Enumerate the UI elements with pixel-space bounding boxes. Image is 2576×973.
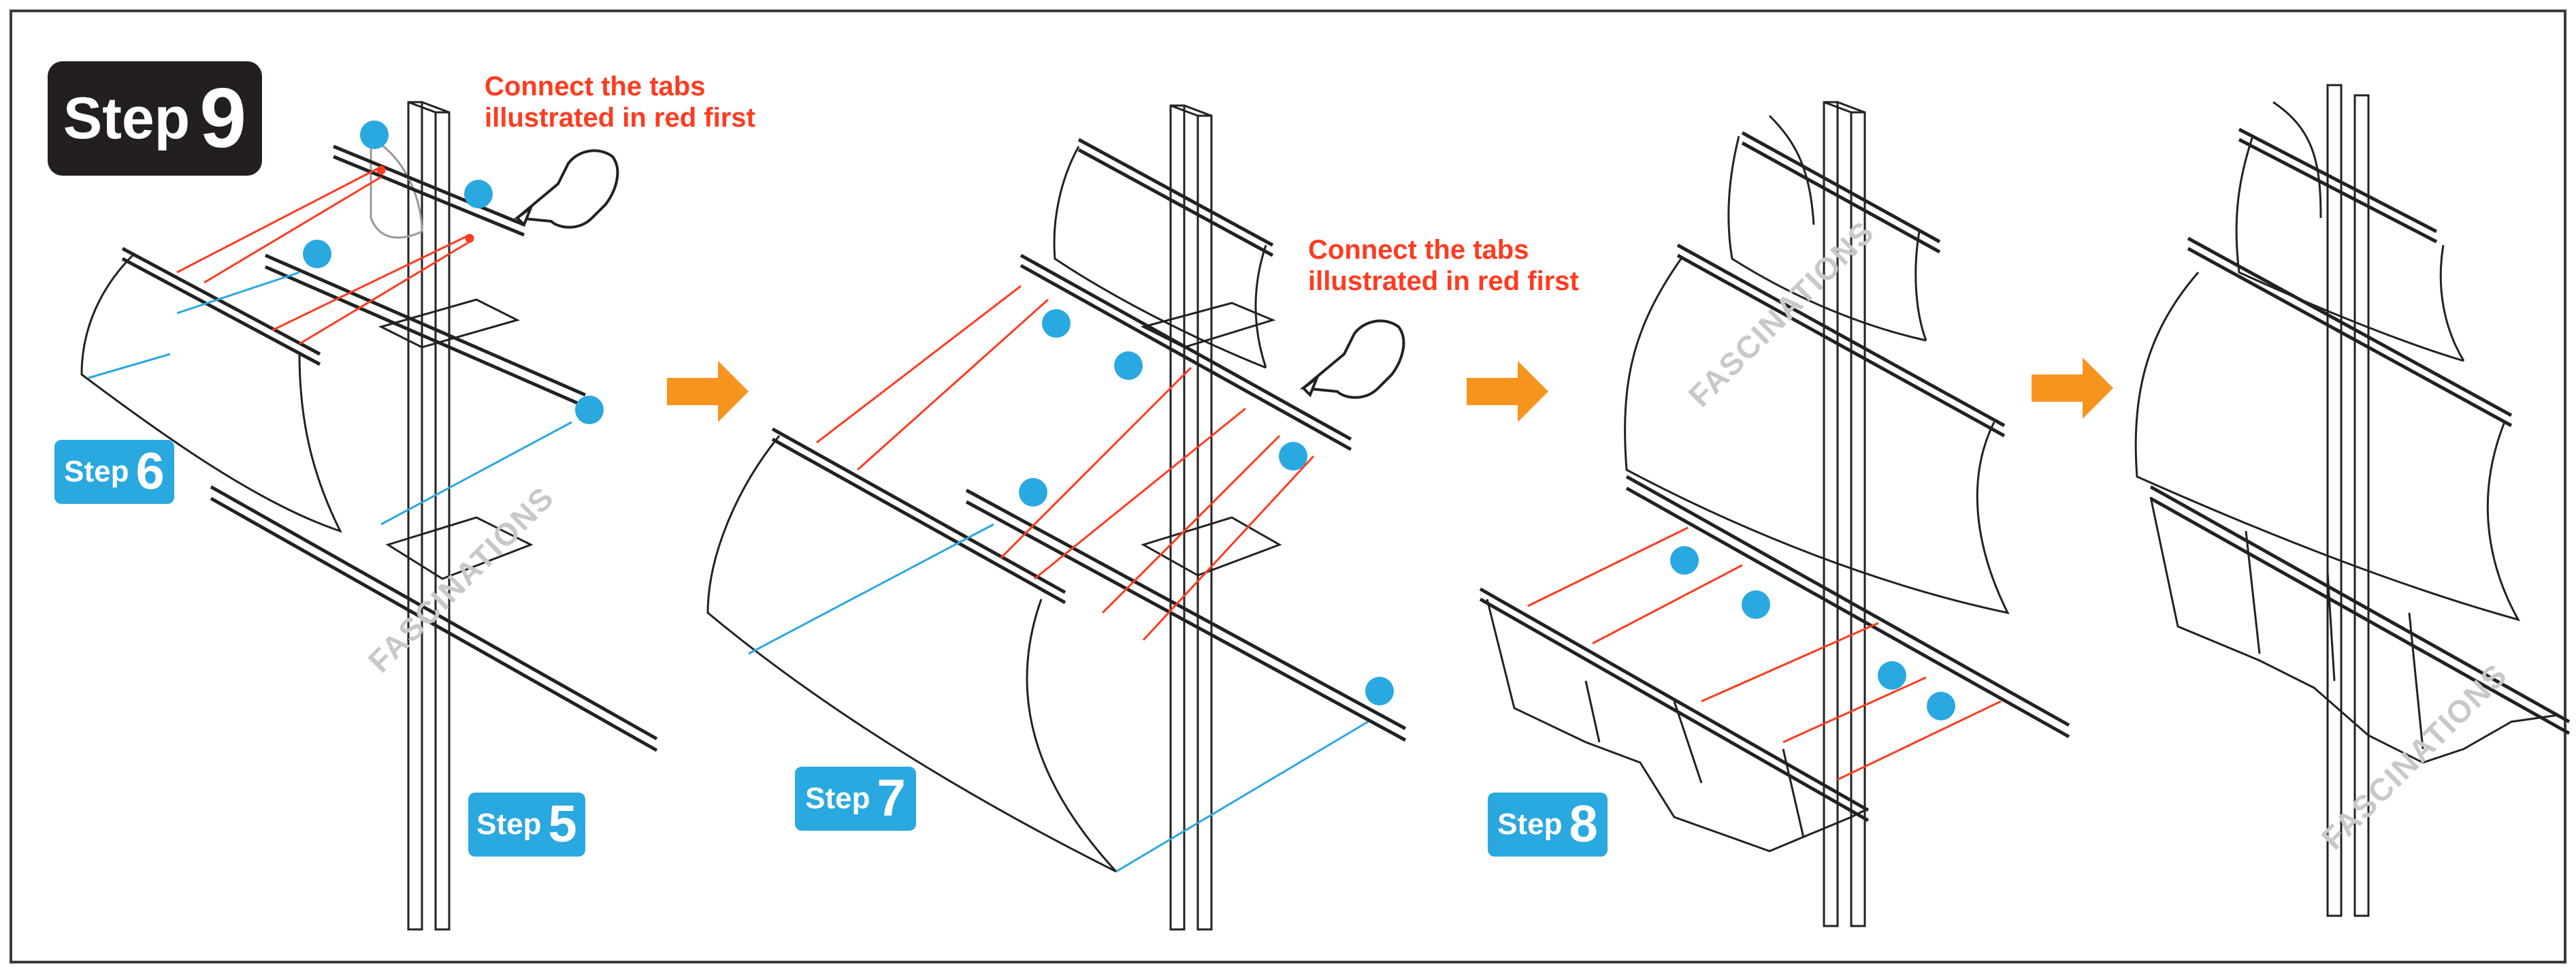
mast-platform bbox=[1140, 302, 1276, 349]
blue-dot-icon bbox=[1742, 590, 1770, 619]
upper-sail bbox=[1053, 146, 1267, 369]
pointing-hand-icon bbox=[514, 149, 619, 229]
step-title-number: 9 bbox=[199, 71, 247, 165]
mast-platform bbox=[378, 298, 521, 349]
lower-sail bbox=[706, 435, 1118, 873]
step-7-tag: Step 7 bbox=[795, 767, 916, 831]
blue-dot-icon bbox=[360, 121, 389, 149]
yard-arm-low bbox=[210, 485, 658, 752]
panel-2-red-lines bbox=[816, 285, 1315, 641]
right-arrow-icon bbox=[1467, 361, 1548, 422]
blue-dot-icon bbox=[464, 180, 493, 208]
step-6-tag: Step 6 bbox=[54, 440, 174, 504]
step-title-word: Step bbox=[63, 85, 191, 151]
guide-line bbox=[88, 271, 572, 526]
blue-dot-icon bbox=[1042, 309, 1071, 338]
step-title-badge: Step 9 bbox=[48, 61, 262, 176]
yard-arm-mid bbox=[265, 253, 586, 409]
panel-3-dots bbox=[1670, 546, 1955, 720]
blue-dot-icon bbox=[1670, 546, 1699, 575]
panel-3 bbox=[1479, 101, 2070, 927]
yard-arm-mid bbox=[1020, 253, 1352, 451]
lower-sail bbox=[1486, 599, 1865, 852]
step-tag-number: 8 bbox=[1569, 795, 1598, 853]
upper-sail bbox=[1727, 114, 1927, 342]
step-tag-number: 6 bbox=[135, 443, 165, 500]
step-tag-number: 7 bbox=[877, 769, 906, 827]
blue-dot-icon bbox=[1878, 661, 1906, 690]
yard-arm-low bbox=[1625, 475, 2070, 739]
blue-dot-icon bbox=[1114, 351, 1143, 380]
blue-dot-icon bbox=[1019, 478, 1047, 507]
note-connect-red-tabs: Connect the tabs illustrated in red firs… bbox=[1308, 235, 1579, 296]
mast bbox=[1169, 104, 1213, 931]
yard-arm-top bbox=[1077, 138, 1274, 257]
lower-sail bbox=[121, 246, 321, 366]
panel-2 bbox=[706, 104, 1407, 931]
blue-dot-icon bbox=[575, 396, 604, 424]
lower-sail bbox=[2149, 496, 2560, 764]
yard-arm-top bbox=[1741, 131, 1941, 254]
right-arrow-icon bbox=[667, 361, 749, 422]
step-tag-word: Step bbox=[476, 808, 542, 841]
blue-dot-icon bbox=[1365, 677, 1394, 705]
yard-arm-top bbox=[2238, 127, 2438, 244]
yard-arm-mid bbox=[1676, 243, 2006, 438]
step-8-tag: Step 8 bbox=[1488, 793, 1608, 857]
panel-1-red-lines bbox=[176, 165, 474, 345]
step-tag-number: 5 bbox=[548, 795, 577, 853]
step-tag-word: Step bbox=[1497, 808, 1563, 841]
lower-sail bbox=[80, 254, 342, 533]
yard-arm-low bbox=[2149, 485, 2571, 735]
right-arrow-icon bbox=[2032, 357, 2113, 419]
panel-2-dots bbox=[1019, 309, 1394, 705]
panel-4 bbox=[2134, 84, 2571, 917]
blue-dot-icon bbox=[1279, 442, 1307, 470]
note-connect-red-tabs: Connect the tabs illustrated in red firs… bbox=[485, 71, 755, 133]
yard-arm-low bbox=[965, 488, 1407, 742]
step-tag-word: Step bbox=[64, 455, 129, 488]
middle-sail bbox=[1624, 258, 2010, 615]
mast bbox=[2326, 84, 2370, 917]
mast bbox=[407, 101, 451, 931]
pointing-hand-icon bbox=[1300, 319, 1405, 399]
blue-dot-icon bbox=[1927, 692, 1955, 720]
middle-sail bbox=[2134, 272, 2521, 622]
panel-1-dots bbox=[303, 121, 604, 424]
yard-arm-mid bbox=[2187, 236, 2513, 428]
mast-platform bbox=[1141, 516, 1282, 577]
lower-sail bbox=[771, 427, 1066, 605]
mast bbox=[1823, 101, 1866, 927]
upper-sail bbox=[367, 135, 423, 239]
step-tag-word: Step bbox=[805, 782, 870, 815]
diagram-frame bbox=[10, 10, 2566, 963]
step-5-tag: Step 5 bbox=[468, 793, 585, 857]
mast-platform bbox=[385, 516, 534, 580]
panel-1 bbox=[80, 101, 658, 931]
blue-dot-icon bbox=[303, 240, 331, 268]
upper-sail bbox=[2235, 101, 2465, 362]
lower-sail bbox=[1479, 587, 1870, 823]
yard-arm-top bbox=[333, 144, 525, 237]
panel-3-red-lines bbox=[1527, 526, 2002, 781]
guide-line bbox=[748, 523, 1369, 873]
